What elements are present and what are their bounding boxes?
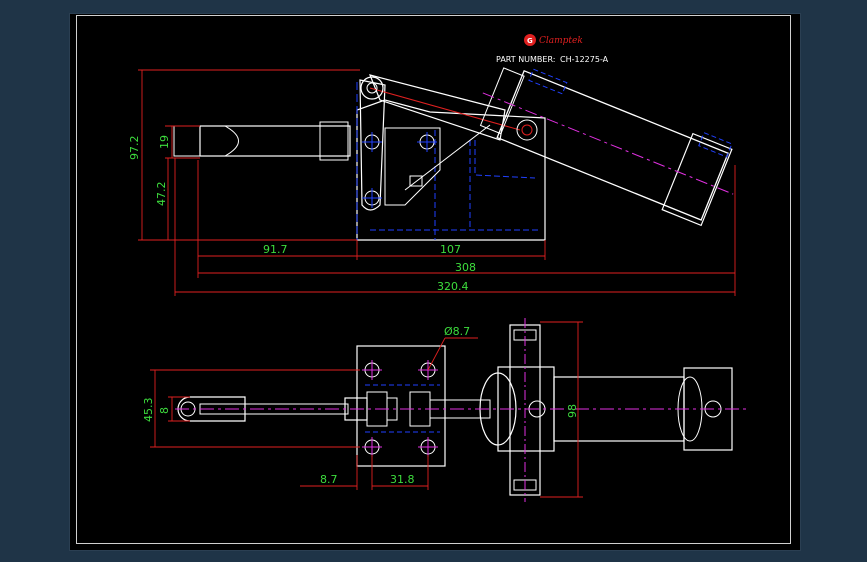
part-number-value: CH-12275-A bbox=[560, 55, 609, 64]
part-number-label: PART NUMBER: bbox=[496, 55, 555, 64]
dim-side-len-308: 308 bbox=[455, 261, 476, 274]
top-view: 45.3 8 98 Ø8.7 8.7 31.8 bbox=[142, 318, 750, 502]
dim-side-height-total: 97.2 bbox=[128, 136, 141, 161]
drawing-border bbox=[76, 15, 791, 544]
dim-top-offset: 8.7 bbox=[320, 473, 338, 486]
title-block: G Clamptek PART NUMBER: CH-12275-A bbox=[496, 34, 609, 64]
dim-top-handle-dia: 8 bbox=[158, 407, 171, 414]
dim-side-handle-dia: 19 bbox=[158, 135, 171, 149]
side-view: 97.2 47.2 19 91.7 107 308 320.4 bbox=[128, 67, 736, 296]
dim-top-width: 45.3 bbox=[142, 398, 155, 423]
dim-side-len-base: 107 bbox=[440, 243, 461, 256]
dim-side-height-lower: 47.2 bbox=[155, 182, 168, 207]
dim-top-cyl-height: 98 bbox=[566, 404, 579, 418]
dim-side-len-total: 320.4 bbox=[437, 280, 469, 293]
dim-top-hole-spacing: 31.8 bbox=[390, 473, 415, 486]
clamptek-logo-icon bbox=[524, 34, 536, 46]
drawing-sheet bbox=[69, 13, 801, 551]
dim-top-hole-dia: Ø8.7 bbox=[444, 325, 470, 338]
brand-name: Clamptek bbox=[539, 36, 583, 46]
svg-text:G: G bbox=[527, 37, 533, 45]
dim-side-len-front: 91.7 bbox=[263, 243, 288, 256]
